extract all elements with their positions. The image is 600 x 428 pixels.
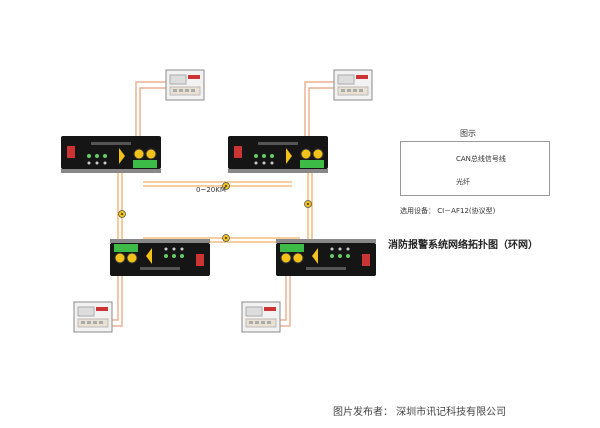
diagram-title: 消防报警系统网络拓扑图（环网） [388, 240, 538, 251]
legend-heading: 图示 [460, 129, 476, 138]
device-bottom-left [109, 238, 211, 277]
equipment-note: 选用设备： CI－AF12(协议型) [400, 207, 496, 215]
can-lines [110, 81, 336, 327]
legend-item-fiber: 光纤 [456, 178, 470, 186]
fire-panel-bottom-right [241, 301, 281, 333]
fire-panel-top-right [333, 69, 373, 101]
device-top-left [60, 135, 162, 174]
distance-label: 0~20KM [196, 186, 226, 194]
footer-credit: 图片发布者： 深圳市讯记科技有限公司 [333, 407, 507, 418]
fire-panel-bottom-left [73, 301, 113, 333]
fire-panel-top-left [165, 69, 205, 101]
legend-box [400, 141, 550, 196]
legend-item-can: CAN总线信号线 [456, 155, 506, 163]
device-bottom-right [275, 238, 377, 277]
device-top-right [227, 135, 329, 174]
fiber-ring [117, 172, 313, 248]
